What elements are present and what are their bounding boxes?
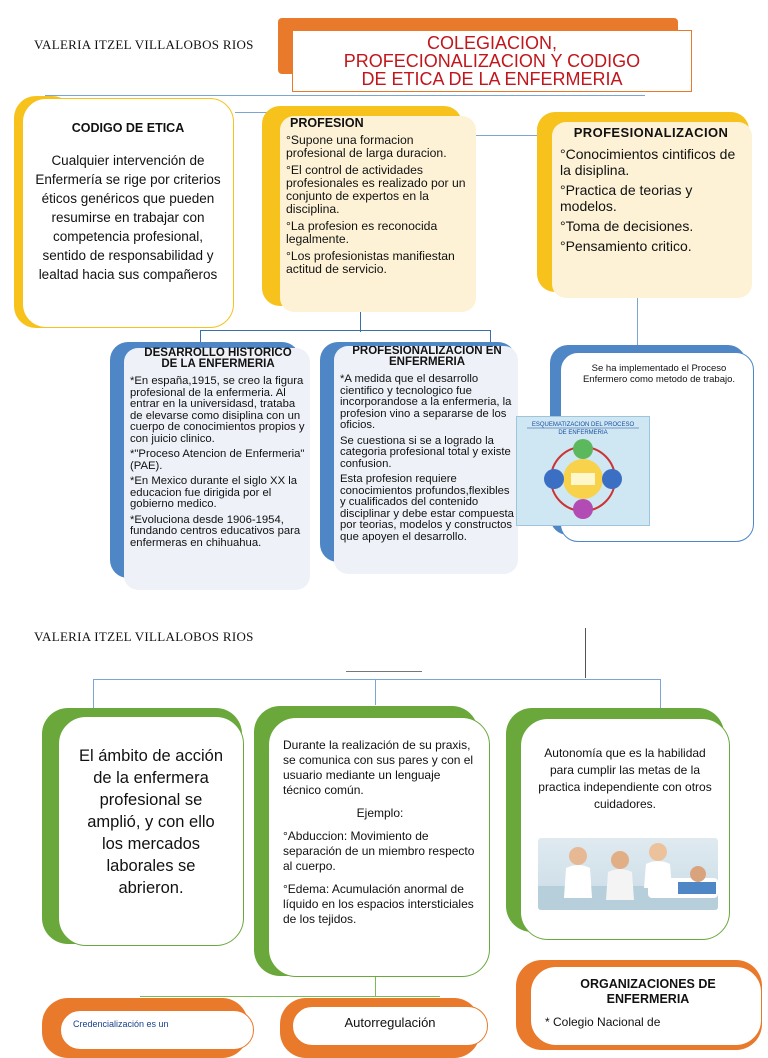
connector [93,679,94,713]
connector [200,330,201,344]
diagram-title-1: ESQUEMATIZACION DEL PROCESO [532,422,635,428]
list-item: °Toma de decisiones. [560,218,694,234]
list-item: °Practica de teorias y modelos. [560,182,693,214]
prof-enf-box: PROFESIONALIZACION EN ENFERMERIA *A medi… [334,346,518,574]
proceso-diagram: ESQUEMATIZACION DEL PROCESO DE ENFERMERI… [516,416,650,526]
praxis-box: Durante la realización de su praxis, se … [268,717,490,977]
profesionalizacion-list: °Conocimientos cintificos de la disiplin… [560,146,742,254]
profesion-heading: PROFESION [290,116,364,130]
prof-enf-heading: PROFESIONALIZACION EN ENFERMERIA [352,346,502,368]
credencial-text: Credencialización es un [73,1019,169,1029]
connector [490,330,491,344]
ambito-text: El ámbito de acción de la enfermera prof… [79,747,223,897]
codigo-heading: CODIGO DE ETICA [71,121,185,135]
autorregulacion-text: Autorregulación [344,1015,436,1030]
list-item: *En Mexico durante el siglo XX la educac… [130,475,298,510]
connector [200,330,490,331]
list-item: °La profesion es reconocida legalmente. [286,219,438,246]
list-item: Esta profesion requiere conocimientos pr… [340,473,514,543]
praxis-intro: Durante la realización de su praxis, se … [283,738,474,797]
connector [585,628,586,678]
cycle-diagram-icon: ESQUEMATIZACION DEL PROCESO DE ENFERMERI… [527,422,639,519]
profesionalizacion-heading: PROFESIONALIZACION [573,125,729,140]
ambito-box: El ámbito de acción de la enfermera prof… [58,716,244,946]
prof-enf-list: *A medida que el desarrollo cientifico y… [340,373,514,543]
list-item: *En españa,1915, se creo la figura profe… [130,375,305,445]
list-item: *Evoluciona desde 1906-1954, fundando ce… [130,513,301,549]
connector [375,975,376,997]
author-name-2: VALERIA ITZEL VILLALOBOS RIOS [34,629,254,644]
connector [375,679,376,705]
connector [637,295,638,345]
list-item: °Los profesionistas manifiestan actitud … [286,249,455,276]
praxis-ejemplo: Ejemplo: [356,806,404,820]
proceso-text: Se ha implementado el Proceso Enfermero … [582,363,736,385]
profesion-box: PROFESION °Supone una formacion profesio… [280,116,476,312]
autorregulacion-box: Autorregulación [292,1006,488,1046]
desarrollo-box: DESARROLLO HISTORICO DE LA ENFERMERIA *E… [124,347,310,590]
profesionalizacion-box: PROFESIONALIZACION °Conocimientos cintif… [552,122,752,298]
list-item: °Abduccion: Movimiento de separación de … [283,829,475,873]
list-item: Se cuestiona si se a logrado la categori… [340,434,511,470]
connector [470,135,550,136]
connector [93,679,661,680]
desarrollo-heading: DESARROLLO HISTORICO DE LA ENFERMERIA [144,347,292,370]
nurses-illustration-icon [538,843,718,910]
connector [346,671,422,672]
diagram-title-2: DE ENFERMERIA [558,430,607,436]
nurses-photo [538,838,718,910]
autonomia-text: Autonomía que es la habilidad para cumpl… [538,746,712,811]
list-item: °Edema: Acumulación anormal de líquido e… [283,882,474,926]
connector [140,996,440,997]
codigo-de-etica-box: CODIGO DE ETICA Cualquier intervención d… [22,98,234,328]
credencial-box: Credencialización es un [60,1010,254,1050]
connector [660,679,661,713]
list-item: °Conocimientos cintificos de la disiplin… [560,146,736,178]
list-item: °Pensamiento critico. [560,238,692,254]
profesion-list: °Supone una formacion profesional de lar… [286,134,470,276]
organizaciones-item: * Colegio Nacional de [545,1015,661,1029]
codigo-body: Cualquier intervención de Enfermería se … [35,153,221,282]
page-title: COLEGIACION, PROFECIONALIZACION Y CODIGO… [292,30,692,92]
organizaciones-box: ORGANIZACIONES DE ENFERMERIA * Colegio N… [530,966,762,1046]
list-item: *"Proceso Atencion de Enfermeria" (PAE). [130,448,305,472]
desarrollo-list: *En españa,1915, se creo la figura profe… [130,375,306,549]
list-item: *A medida que el desarrollo cientifico y… [340,373,512,431]
connector [45,95,645,96]
list-item: °El control de actividades profesionales… [286,163,466,216]
list-item: °Supone una formacion profesional de lar… [286,133,447,160]
author-name: VALERIA ITZEL VILLALOBOS RIOS [34,37,254,52]
organizaciones-heading: ORGANIZACIONES DE ENFERMERIA [580,977,716,1006]
connector [360,310,361,332]
